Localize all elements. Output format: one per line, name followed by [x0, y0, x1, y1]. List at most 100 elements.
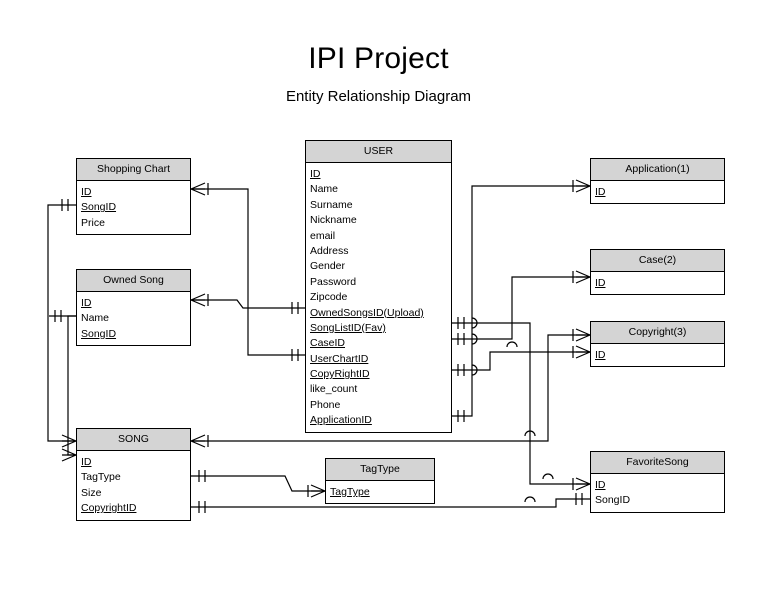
entity-header-case: Case(2) — [590, 249, 725, 272]
entity-header-favoritesong: FavoriteSong — [590, 451, 725, 474]
attribute-row: Zipcode — [306, 290, 451, 305]
attribute-label: SongID — [595, 494, 631, 507]
attribute-label: Size — [81, 486, 102, 499]
attribute-label: Name — [81, 312, 110, 325]
attribute-label: Surname — [310, 198, 353, 211]
attribute-row: ID — [77, 296, 190, 311]
card-one-user-userchartid — [291, 349, 299, 361]
attribute-label: TagType — [330, 486, 370, 498]
line-jump — [524, 496, 536, 503]
attribute-row: CopyrightID — [77, 501, 190, 516]
attribute-label: SongListID(Fav) — [310, 321, 386, 334]
link-shoppingchart-song — [47, 204, 76, 442]
entity-header-user: USER — [305, 140, 452, 163]
attribute-row: OwnedSongsID(Upload) — [306, 306, 451, 321]
attribute-row: Surname — [306, 198, 451, 213]
line-jump — [471, 317, 478, 329]
card-one-user-ownedsongsid — [291, 302, 299, 314]
attribute-label: ID — [81, 297, 92, 309]
attribute-row: ID — [306, 167, 451, 182]
attribute-label: like_count — [310, 383, 358, 396]
attribute-label: ID — [81, 186, 92, 198]
card-one-user-caseid — [457, 333, 465, 345]
attribute-label: Password — [310, 275, 357, 288]
attribute-label: ID — [310, 168, 321, 180]
line-jump — [471, 364, 478, 376]
link-song-tagtype — [191, 475, 325, 492]
card-many-favoritesong-id — [572, 477, 591, 491]
attribute-label: ID — [595, 277, 606, 289]
entity-copyright[interactable]: Copyright(3)ID — [590, 321, 725, 368]
link-user-case — [452, 276, 590, 340]
card-one-song-tagtype — [198, 470, 206, 482]
line-jump — [542, 473, 554, 480]
card-many-song-left-lower — [61, 448, 77, 462]
entity-case[interactable]: Case(2) ID — [590, 249, 725, 296]
link-user-application — [452, 185, 590, 417]
card-many-case-id — [572, 270, 591, 284]
attribute-row: SongID — [77, 200, 190, 215]
link-song-copyright — [191, 334, 590, 442]
card-many-tagtype — [307, 484, 326, 498]
page-title: IPI Project — [308, 42, 449, 75]
entity-header-owned_song: Owned Song — [76, 269, 191, 292]
page-subtitle: Entity Relationship Diagram — [285, 88, 472, 105]
card-many-application-id — [572, 179, 591, 193]
attribute-label: Price — [81, 216, 105, 229]
attribute-label: ID — [595, 186, 606, 198]
card-one-song-copyrightid — [198, 501, 206, 513]
link-shoppingchart-user — [191, 188, 305, 356]
card-many-shoppingchart-right — [190, 182, 209, 196]
attribute-row: ID — [591, 185, 724, 200]
attribute-label: SongID — [81, 327, 117, 340]
attribute-label: Nickname — [310, 214, 357, 227]
entity-header-application: Application(1) — [590, 158, 725, 181]
attribute-label: Gender — [310, 260, 346, 273]
attribute-row: Size — [77, 486, 190, 501]
attribute-label: Phone — [310, 398, 341, 411]
line-jump — [471, 333, 478, 345]
attribute-row: Phone — [306, 398, 451, 413]
entity-body-application: ID — [590, 181, 725, 205]
card-one-user-songlistid — [457, 317, 465, 329]
attribute-row: Name — [77, 311, 190, 326]
line-jump — [524, 430, 536, 437]
card-one-user-copyrightid — [457, 364, 465, 376]
attribute-label: CaseID — [310, 337, 346, 350]
attribute-label: UserChartID — [310, 352, 369, 365]
attribute-label: ID — [595, 479, 606, 491]
attribute-row: ID — [591, 348, 724, 363]
entity-body-case: ID — [590, 272, 725, 296]
attribute-label: Name — [310, 183, 339, 196]
attribute-row: UserChartID — [306, 352, 451, 367]
card-many-song-left-upper — [61, 434, 77, 448]
entity-application[interactable]: Application(1) ID — [590, 158, 725, 205]
entity-header-tagtype: TagType — [325, 458, 435, 481]
line-jump — [506, 341, 518, 348]
card-one-shoppingchart-songid — [61, 199, 69, 211]
attribute-row: Name — [306, 182, 451, 197]
attribute-label: Address — [310, 244, 349, 257]
attribute-label: Zipcode — [310, 291, 348, 304]
attribute-row: ID — [77, 455, 190, 470]
attribute-row: TagType — [326, 485, 434, 500]
attribute-label: email — [310, 229, 336, 242]
card-many-song-right-top — [190, 434, 209, 448]
attribute-row: like_count — [306, 382, 451, 397]
link-ownedsong-song — [67, 315, 76, 456]
attribute-label: ID — [81, 456, 92, 468]
attribute-label: CopyRightID — [310, 368, 370, 381]
attribute-row: CopyRightID — [306, 367, 451, 382]
entity-body-copyright: ID — [590, 344, 725, 368]
link-song-favoritesong — [191, 498, 590, 508]
